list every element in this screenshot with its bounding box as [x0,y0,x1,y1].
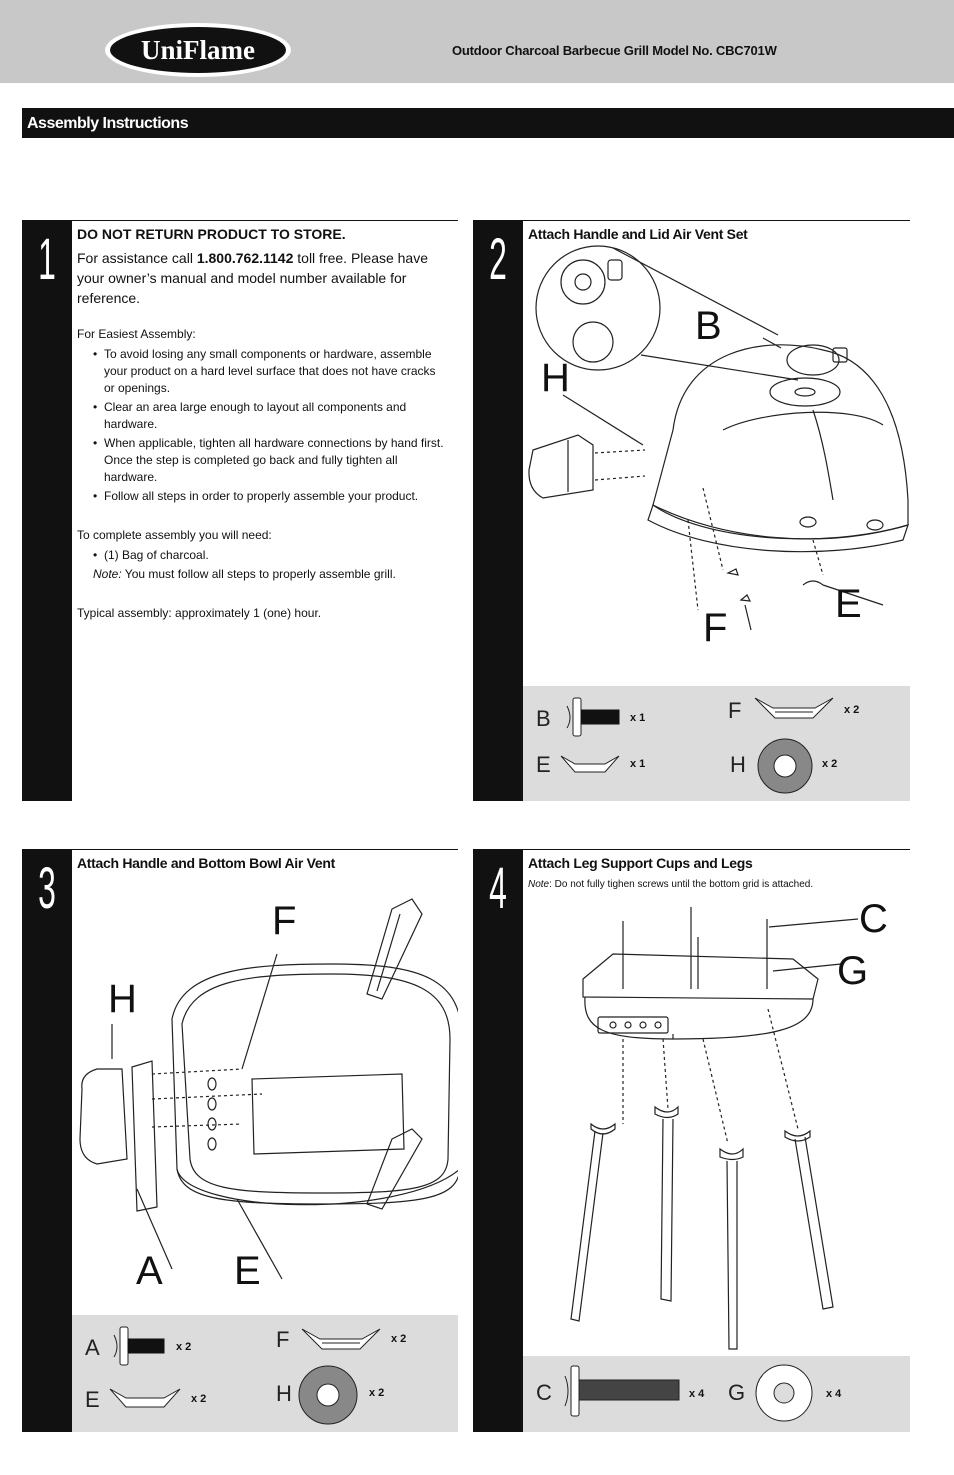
part-label: H [730,752,746,777]
step-number-column [22,220,72,801]
need-heading: To complete assembly you will need: [77,528,272,542]
instructions-block: For Easiest Assembly: To avoid losing an… [77,326,447,622]
parts-list: A x 2 F x 2 E x 2 H x 2 [72,1315,458,1432]
parts-list: B x 1 F x 2 E x 1 H x 2 [523,686,910,801]
part-qty: x 2 [191,1393,207,1405]
step-number: 2 [489,227,507,292]
part-label: F [728,698,742,723]
vent-clip-icon [560,755,620,773]
step-heading: Attach Leg Support Cups and Legs [528,855,753,871]
note: Note: You must follow all steps to prope… [77,566,447,583]
callout-a: A [136,1249,163,1293]
part-qty: x 2 [176,1341,192,1353]
lid-assembly-diagram [528,245,909,631]
assist-prefix: For assistance call [77,250,197,266]
section-title-bar: Assembly Instructions [22,108,954,138]
part-qty: x 1 [630,712,646,724]
bullet-item: Follow all steps in order to properly as… [77,488,447,505]
bolt-icon [566,697,620,737]
step-number: 3 [38,856,56,921]
section-title: Assembly Instructions [27,115,189,132]
assist-suffix: toll free. Please have your owner’s manu… [77,250,429,306]
brand-logo: UniFlame [105,23,291,77]
step-1-panel: 1 DO NOT RETURN PRODUCT TO STORE. For as… [22,220,458,801]
part-label: H [276,1381,292,1406]
bolt-icon [113,1326,165,1366]
step-heading: Attach Handle and Bottom Bowl Air Vent [77,855,335,871]
model-title: Outdoor Charcoal Barbecue Grill Model No… [452,43,777,58]
part-qty: x 4 [826,1388,842,1400]
part-label: E [536,752,551,777]
step-number: 1 [38,227,56,292]
part-qty: x 1 [630,758,646,770]
easiest-list: To avoid losing any small components or … [77,346,447,505]
callout-e: E [234,1249,261,1293]
washer-icon [757,738,813,794]
divider [523,220,910,221]
part-qty: x 4 [689,1388,705,1400]
parts-list: C x 4 G x 4 [523,1356,910,1432]
step-4-panel: 4 Attach Leg Support Cups and Legs Note:… [473,849,910,1432]
part-label: C [536,1380,552,1405]
part-label: F [276,1327,290,1352]
bullet-item: When applicable, tighten all hardware co… [77,435,447,486]
bullet-item: Clear an area large enough to layout all… [77,399,447,433]
callout-e: E [835,582,862,626]
callout-h: H [541,356,570,400]
note-text: You must follow all steps to properly as… [121,567,396,581]
step-2-panel: 2 Attach Handle and Lid Air Vent Set [473,220,910,801]
part-label: G [728,1380,746,1405]
need-list: (1) Bag of charcoal. [77,547,447,564]
part-qty: x 2 [369,1387,385,1399]
note-text: : Do not fully tighen screws until the b… [549,879,814,890]
vent-clip-icon [109,1388,181,1408]
part-qty: x 2 [391,1333,407,1345]
part-label: B [536,706,551,731]
callout-f: F [703,606,728,650]
part-qty: x 2 [844,704,860,716]
part-label: A [85,1335,100,1360]
callout-b: B [695,304,722,348]
part-label: E [85,1387,100,1412]
step-number-column [473,220,523,801]
step-number: 4 [489,856,507,921]
divider [72,849,458,850]
legs-assembly-diagram [570,907,859,1350]
note-label: Note [528,879,550,890]
easiest-heading: For Easiest Assembly: [77,327,196,341]
callout-c: C [859,897,888,941]
callout-h: H [108,977,137,1021]
washer-icon [755,1364,813,1422]
divider [72,220,458,221]
step-number-column [22,849,72,1432]
bullet-item: To avoid losing any small components or … [77,346,447,397]
divider [523,849,910,850]
callout-f: F [272,899,297,943]
note-label: Note: [93,567,122,581]
warning-text: DO NOT RETURN PRODUCT TO STORE. [77,226,346,242]
step-note: Note: Do not fully tighen screws until t… [528,879,813,890]
brand-name: UniFlame [141,35,255,65]
typical-time: Typical assembly: approximately 1 (one) … [77,606,322,620]
bowl-assembly-diagram [79,898,458,1280]
need-item: (1) Bag of charcoal. [77,547,447,564]
assistance-text: For assistance call 1.800.762.1142 toll … [77,248,447,308]
vent-clip-icon [754,697,834,719]
washer-icon [298,1365,358,1425]
phone-number: 1.800.762.1142 [196,250,294,266]
step-number-column [473,849,523,1432]
step-heading: Attach Handle and Lid Air Vent Set [528,226,748,242]
bolt-icon [564,1365,680,1417]
part-qty: x 2 [822,758,838,770]
vent-clip-icon [301,1328,381,1350]
callout-g: G [837,949,869,993]
header-bar: UniFlame Outdoor Charcoal Barbecue Grill… [0,0,954,83]
step-3-panel: 3 Attach Handle and Bottom Bowl Air Vent [22,849,458,1432]
